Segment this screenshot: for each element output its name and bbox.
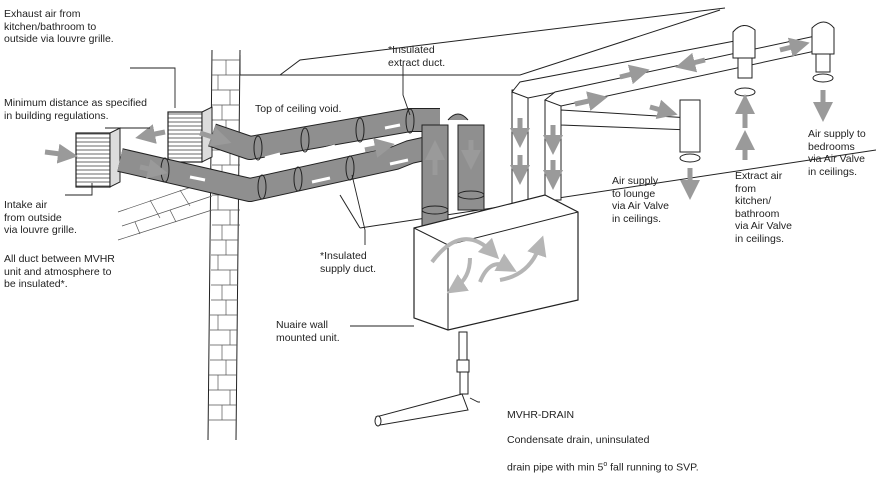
label-top-of-ceiling-void: Top of ceiling void. [255,103,342,115]
label-all-duct-insulated: All duct between MVHR unit and atmospher… [4,253,115,290]
label-intake-air: Intake air from outside via louvre grill… [4,199,77,236]
duct-white-arrows [189,123,409,184]
drain-line-1: Condensate drain, uninsulated [507,433,650,446]
label-insulated-supply-duct: *Insulated supply duct. [320,250,377,275]
mvhr-diagram [44,7,876,441]
airflow-arrows [44,37,833,200]
drain-line-2-post: fall running to SVP. [607,461,699,473]
label-minimum-distance: Minimum distance as specified in buildin… [4,97,147,122]
mvhr-unit [413,194,579,331]
exhaust-grille [167,106,213,163]
label-insulated-extract-duct: *Insulated extract duct. [388,44,446,69]
drain-title: MVHR-DRAIN [507,408,575,421]
label-nuaire-unit: Nuaire wall mounted unit. [276,319,340,344]
label-air-supply-bedrooms: Air supply to bedrooms via Air Valve in … [808,128,866,178]
drain-line-2: drain pipe with min 5o fall running to S… [507,459,699,474]
drain-line-2-pre: drain pipe with min 5 [507,461,604,473]
intake-grille [75,127,121,188]
label-extract-air: Extract air from kitchen/ bathroom via A… [735,170,792,245]
leader-lines [65,65,480,403]
label-mvhr-drain: MVHR-DRAIN Condensate drain, uninsulated… [507,396,699,486]
label-air-supply-lounge: Air supply to lounge via Air Valve in ce… [612,175,669,225]
condensate-drain [374,331,470,427]
label-exhaust-air: Exhaust air from kitchen/bathroom to out… [4,8,114,45]
